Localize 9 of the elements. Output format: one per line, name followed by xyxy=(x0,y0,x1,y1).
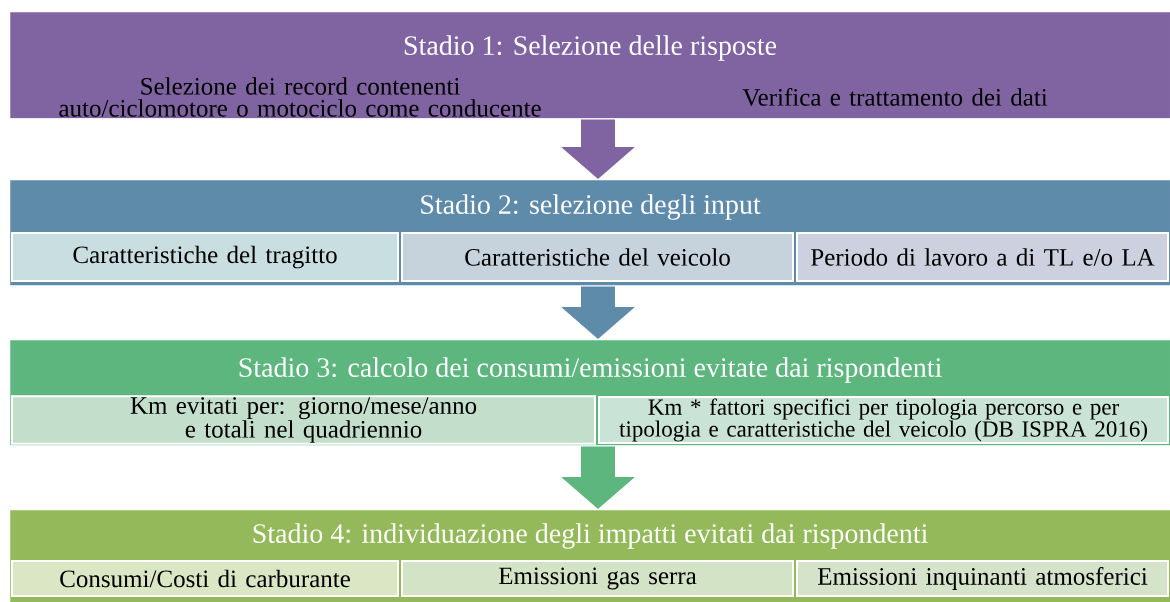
input-box: Km * fattori specifici per tipologia percorso e per tipologia e caratteristiche del veicolo (DB ISPRA 2016) xyxy=(598,396,1169,444)
input-box: Caratteristiche del tragitto xyxy=(11,232,399,282)
input-box: Emissioni gas serra xyxy=(401,560,794,597)
input-box: Caratteristiche del veicolo xyxy=(401,232,794,282)
input-box: Consumi/Costi di carburante xyxy=(11,560,399,597)
stage-band: Stadio 1: Selezione delle risposte Selezione dei record contenenti auto/ciclomotore o motociclo come conducente Verifica e trattamento dei dati xyxy=(10,12,1170,119)
input-box: Km evitati per: giorno/mese/anno e totali nel quadriennio xyxy=(11,395,596,445)
input-box: Periodo di lavoro a di TL e/o LA xyxy=(796,232,1169,282)
input-box: Emissioni inquinanti atmosferici xyxy=(796,560,1169,597)
